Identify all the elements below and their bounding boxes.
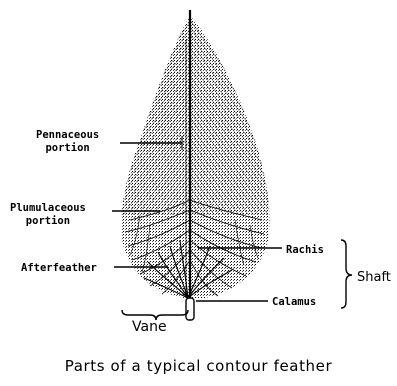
label-pennaceous-line1: Pennaceous: [36, 129, 99, 142]
label-afterfeather: Afterfeather: [21, 262, 97, 275]
label-shaft: Shaft: [357, 271, 391, 284]
label-plumulaceous-line2: portion: [10, 215, 86, 228]
label-vane: Vane: [132, 319, 167, 335]
shaft-brace: [341, 240, 352, 308]
label-calamus: Calamus: [272, 296, 316, 309]
label-plumulaceous-line1: Plumulaceous: [10, 202, 86, 215]
figure-caption: Parts of a typical contour feather: [0, 357, 397, 375]
label-pennaceous-portion: Pennaceous portion: [36, 129, 99, 155]
label-plumulaceous-portion: Plumulaceous portion: [10, 202, 86, 228]
label-pennaceous-line2: portion: [36, 142, 99, 155]
label-rachis: Rachis: [286, 244, 324, 257]
